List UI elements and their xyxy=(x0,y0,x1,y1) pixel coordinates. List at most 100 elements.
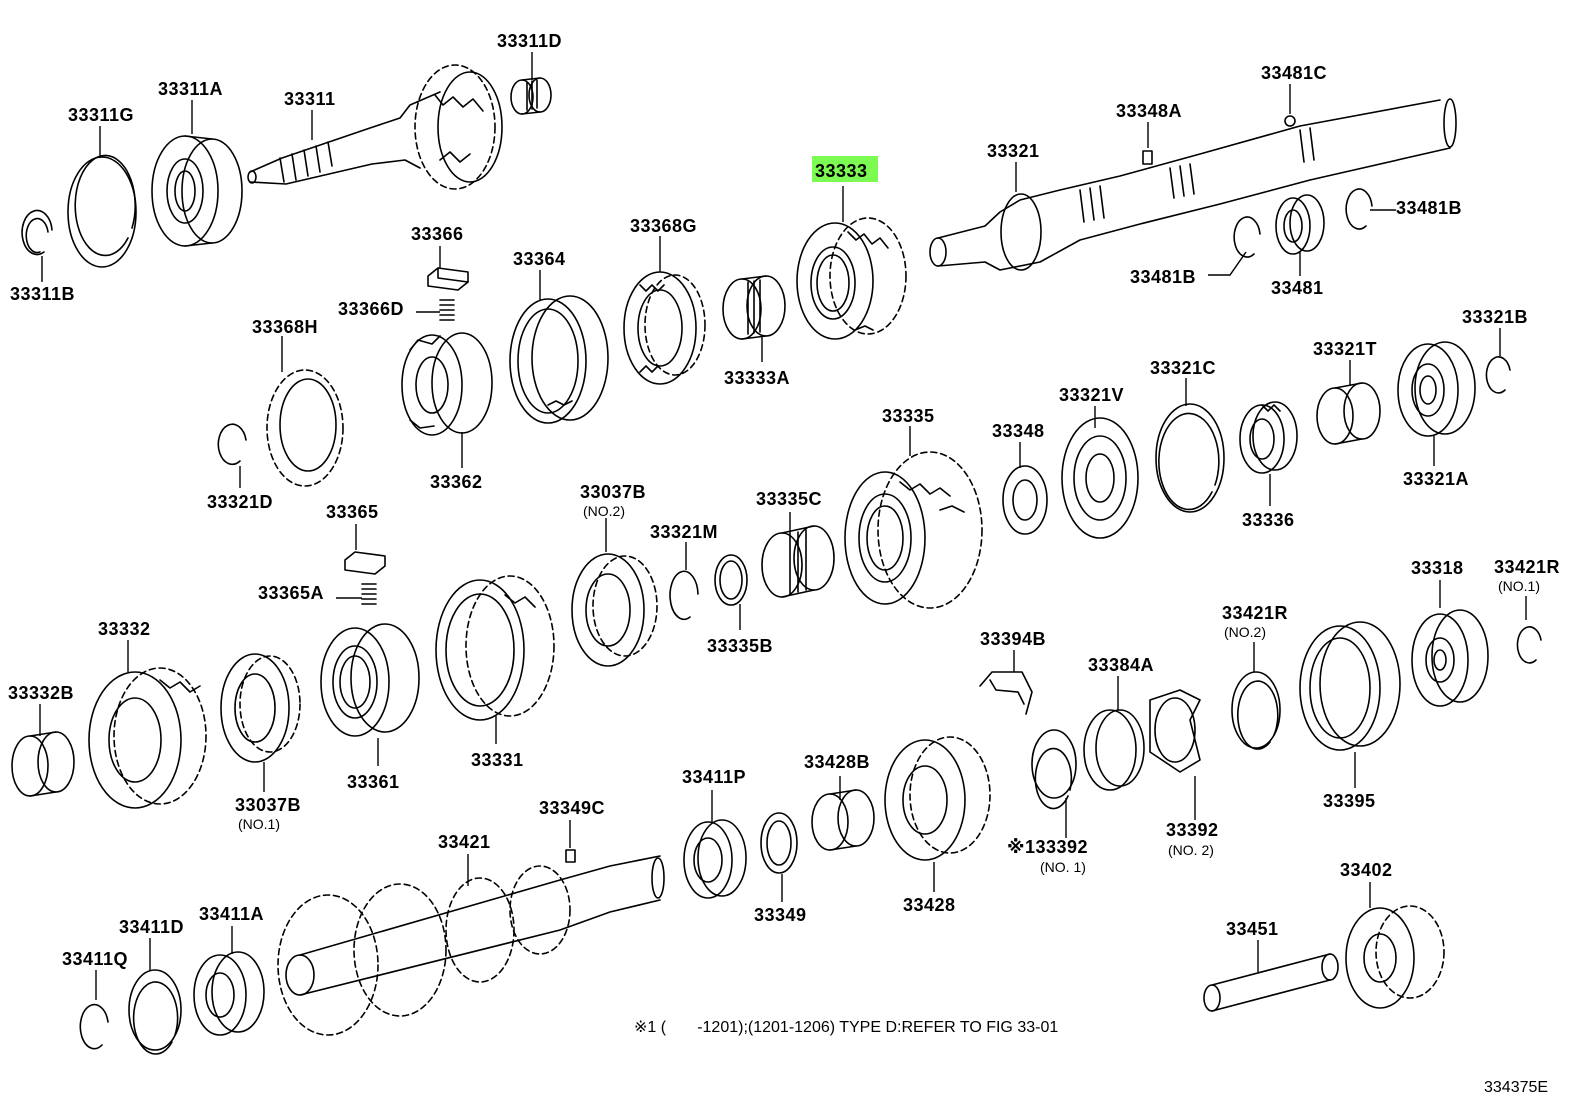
label-33321B[interactable]: 33321B xyxy=(1462,307,1528,327)
label-33481C[interactable]: 33481C xyxy=(1261,63,1327,83)
part-33349C-pin[interactable] xyxy=(565,849,576,863)
part-33311B-snap-ring[interactable] xyxy=(21,209,53,256)
part-33331-sleeve[interactable] xyxy=(435,575,555,721)
label-33392-no1[interactable]: ※133392 xyxy=(1007,837,1088,857)
label-33411P[interactable]: 33411P xyxy=(682,767,746,787)
part-33365-shifting-key[interactable] xyxy=(344,551,386,575)
label-33481B-left[interactable]: 33481B xyxy=(1130,267,1196,287)
label-33451[interactable]: 33451 xyxy=(1226,919,1279,939)
part-33481-collar[interactable] xyxy=(1275,194,1325,255)
part-33365A-spring[interactable] xyxy=(361,583,377,605)
part-33332B-needle-bearing[interactable] xyxy=(11,731,75,797)
part-33336-gear[interactable] xyxy=(1239,401,1298,474)
label-33411Q[interactable]: 33411Q xyxy=(62,949,128,969)
label-33332B[interactable]: 33332B xyxy=(8,683,74,703)
label-33335B[interactable]: 33335B xyxy=(707,636,773,656)
part-33421-counter-shaft[interactable] xyxy=(277,855,665,1036)
part-33037B-no1-ring[interactable] xyxy=(220,653,301,763)
label-33333A[interactable]: 33333A xyxy=(724,368,790,388)
label-33392-no2[interactable]: 33392 xyxy=(1166,820,1219,840)
label-33037B-no1[interactable]: 33037B xyxy=(235,795,301,815)
label-33384A[interactable]: 33384A xyxy=(1088,655,1154,675)
part-33362-synchronizer-hub[interactable] xyxy=(401,332,493,436)
part-33411Q-snap-ring[interactable] xyxy=(79,1003,109,1050)
label-33368G[interactable]: 33368G xyxy=(630,216,697,236)
label-33366[interactable]: 33366 xyxy=(411,224,464,244)
part-33311D-needle-bearing[interactable] xyxy=(510,77,552,115)
part-33411D-ring[interactable] xyxy=(128,969,182,1055)
label-33395[interactable]: 33395 xyxy=(1323,791,1376,811)
part-33451-reverse-idler-shaft[interactable] xyxy=(1203,953,1339,1012)
part-33428B-needle-bearing[interactable] xyxy=(811,789,875,851)
part-33428-gear[interactable] xyxy=(884,736,991,861)
part-33321-output-shaft[interactable] xyxy=(929,98,1457,271)
label-33311B[interactable]: 33311B xyxy=(10,284,75,304)
part-33321C-ring[interactable] xyxy=(1155,403,1225,513)
part-33411A-bearing[interactable] xyxy=(193,951,265,1036)
label-33336[interactable]: 33336 xyxy=(1242,510,1295,530)
part-33384A-ring[interactable] xyxy=(1083,709,1145,791)
part-33392-no2-ring[interactable] xyxy=(1149,689,1201,773)
label-33332[interactable]: 33332 xyxy=(98,619,151,639)
part-33481B-snap-ring-left[interactable] xyxy=(1233,216,1261,258)
part-33348-washer[interactable] xyxy=(1002,465,1048,535)
label-33321D[interactable]: 33321D xyxy=(207,492,273,512)
label-33349C[interactable]: 33349C xyxy=(539,798,605,818)
part-33335C-needle-bearing[interactable] xyxy=(761,525,835,598)
label-33361[interactable]: 33361 xyxy=(347,772,400,792)
label-33331[interactable]: 33331 xyxy=(471,750,524,770)
part-33037B-no2-ring[interactable] xyxy=(571,553,658,667)
label-33421[interactable]: 33421 xyxy=(438,832,491,852)
label-33321T[interactable]: 33321T xyxy=(1313,339,1377,359)
label-33311D[interactable]: 33311D xyxy=(497,31,562,51)
part-33421R-no1-snap-ring[interactable] xyxy=(1516,626,1542,664)
part-33311A-bearing[interactable] xyxy=(151,135,243,247)
label-33349[interactable]: 33349 xyxy=(754,905,807,925)
label-33321[interactable]: 33321 xyxy=(987,141,1040,161)
label-33321A[interactable]: 33321A xyxy=(1403,469,1469,489)
label-33333[interactable]: 33333 xyxy=(815,161,868,181)
part-33321B-snap-ring[interactable] xyxy=(1485,356,1511,394)
label-33311G[interactable]: 33311G xyxy=(68,105,134,125)
label-33368H[interactable]: 33368H xyxy=(252,317,318,337)
part-33402-reverse-idler-gear[interactable] xyxy=(1345,905,1445,1009)
part-33361-synchronizer-hub[interactable] xyxy=(320,623,420,737)
part-33333A-needle-bearing[interactable] xyxy=(722,275,786,340)
label-33428B[interactable]: 33428B xyxy=(804,752,870,772)
label-33481[interactable]: 33481 xyxy=(1271,278,1324,298)
part-33321V-bearing[interactable] xyxy=(1061,417,1139,539)
part-33394B-clip[interactable] xyxy=(979,671,1033,715)
part-33311G-ring[interactable] xyxy=(67,154,137,268)
part-33366D-spring[interactable] xyxy=(439,299,455,321)
label-33348[interactable]: 33348 xyxy=(992,421,1045,441)
label-33364[interactable]: 33364 xyxy=(513,249,566,269)
part-33321D-snap-ring[interactable] xyxy=(217,423,247,466)
label-33365[interactable]: 33365 xyxy=(326,502,379,522)
label-33421R-no1[interactable]: 33421R xyxy=(1494,557,1560,577)
label-33366D[interactable]: 33366D xyxy=(338,299,404,319)
part-33348A-pin[interactable] xyxy=(1142,150,1153,165)
part-33368H-synchronizer-ring[interactable] xyxy=(266,369,344,487)
part-33321A-bearing[interactable] xyxy=(1397,341,1476,437)
part-33333-gear[interactable] xyxy=(796,217,907,340)
part-33321M-snap-ring[interactable] xyxy=(669,570,699,621)
label-33421R-no2[interactable]: 33421R xyxy=(1222,603,1288,623)
label-33394B[interactable]: 33394B xyxy=(980,629,1046,649)
label-33321V[interactable]: 33321V xyxy=(1059,385,1124,405)
label-33335C[interactable]: 33335C xyxy=(756,489,822,509)
part-33481B-snap-ring-right[interactable] xyxy=(1345,188,1373,230)
label-33411D[interactable]: 33411D xyxy=(119,917,184,937)
label-33311[interactable]: 33311 xyxy=(284,89,336,109)
part-33349-washer[interactable] xyxy=(760,812,798,874)
label-33348A[interactable]: 33348A xyxy=(1116,101,1182,121)
label-33321C[interactable]: 33321C xyxy=(1150,358,1216,378)
part-33311-input-shaft[interactable] xyxy=(247,64,503,190)
label-33365A[interactable]: 33365A xyxy=(258,583,324,603)
part-33395-sleeve[interactable] xyxy=(1299,621,1401,751)
label-33335[interactable]: 33335 xyxy=(882,406,935,426)
part-33364-sleeve[interactable] xyxy=(509,295,609,424)
label-33321M[interactable]: 33321M xyxy=(650,522,718,542)
label-33428[interactable]: 33428 xyxy=(903,895,956,915)
part-33368G-synchronizer-ring[interactable] xyxy=(623,271,706,385)
part-33366-shifting-key[interactable] xyxy=(427,267,469,291)
